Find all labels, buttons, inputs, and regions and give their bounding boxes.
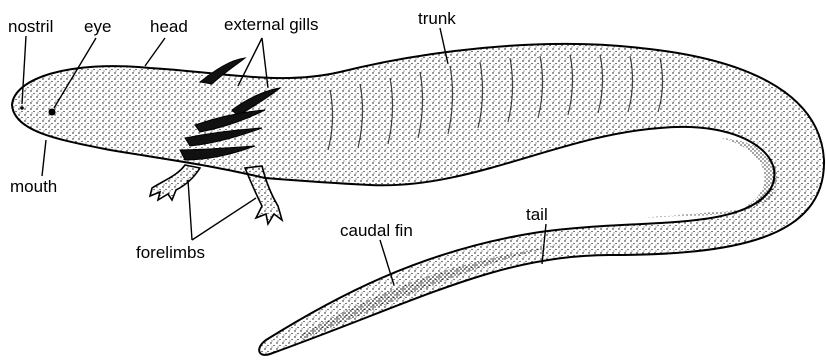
- mouth-leader: [42, 140, 46, 176]
- axolotl-body: [12, 44, 824, 355]
- label-forelimbs: forelimbs: [136, 244, 205, 261]
- label-external-gills: external gills: [224, 16, 319, 33]
- tail-shading: [640, 138, 777, 218]
- label-head: head: [150, 18, 188, 35]
- label-nostril: nostril: [8, 18, 53, 35]
- label-eye: eye: [84, 18, 111, 35]
- label-caudal-fin: caudal fin: [340, 222, 413, 239]
- label-mouth: mouth: [10, 178, 57, 195]
- forelimbs-leader-2: [192, 198, 256, 240]
- forelimbs-leader-1: [188, 180, 192, 240]
- head-leader: [145, 38, 165, 66]
- forelimbs: [150, 165, 282, 224]
- label-trunk: trunk: [418, 10, 456, 27]
- eye-dot: [49, 109, 56, 116]
- label-tail: tail: [526, 206, 548, 223]
- nostril-dot: [20, 106, 24, 110]
